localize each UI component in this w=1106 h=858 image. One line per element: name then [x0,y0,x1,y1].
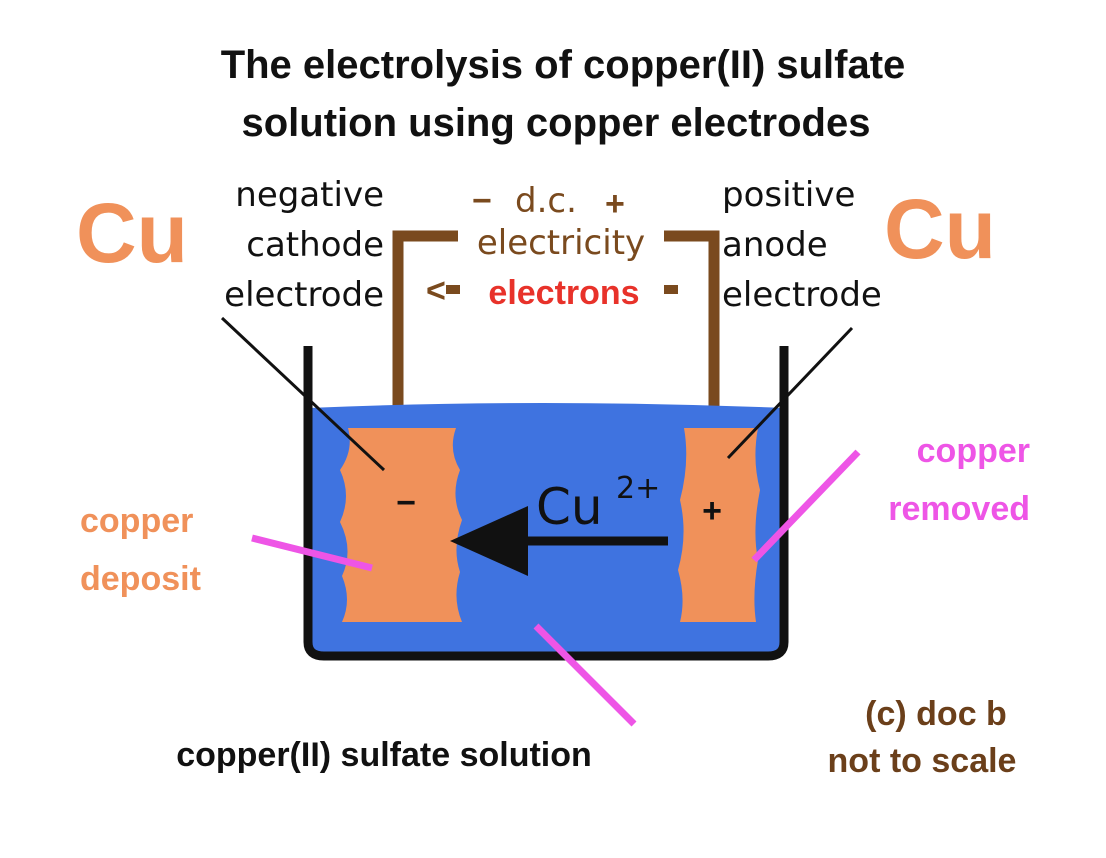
anode-element-label: Cu [884,182,996,276]
external-wire [392,230,720,462]
ion-symbol: Cu [536,478,603,536]
electron-flow-dash-left [446,285,460,294]
credit-line-1: (c) doc b [865,695,1007,733]
electrons-label: electrons [488,274,639,312]
anode-sign: + [702,492,722,530]
electricity-label: electricity [477,223,645,263]
solution-label: copper(II) sulfate solution [176,736,592,774]
deposit-label-line-2: deposit [80,560,201,598]
ion-charge: 2+ [616,471,660,506]
cathode-leader-line [220,316,386,472]
anode-label-line-1: positive [722,175,855,215]
cathode-label-line-1: negative [235,175,384,215]
cathode-label-line-2: cathode [246,225,384,265]
solution-pointer [533,623,637,727]
anode-leader-line [726,326,854,460]
credit-line-2: not to scale [828,742,1017,780]
cathode-element-label: Cu [76,186,188,280]
deposit-pointer [251,534,373,572]
title-line-2: solution using copper electrodes [242,101,871,145]
cathode-electrode [340,428,462,622]
title-line-1: The electrolysis of copper(II) sulfate [221,43,906,87]
anode-label-line-2: anode [722,225,828,265]
dc-label: d.c. [515,181,577,221]
cathode-sign: − [396,484,416,522]
ion-migration-arrowhead [450,506,528,576]
electron-flow-arrowhead: < [426,272,446,310]
cathode-label-line-3: electrode [224,275,384,315]
electron-flow-dash-right [664,285,678,294]
removed-label-line-2: removed [888,490,1030,528]
deposit-label-line-1: copper [80,502,193,540]
beaker [303,346,789,661]
dc-minus-sign: − [472,182,492,220]
removed-label-line-1: copper [917,432,1030,470]
anode-electrode [678,428,760,622]
dc-plus-sign: + [605,185,625,223]
removed-pointer [751,449,861,563]
anode-label-line-3: electrode [722,275,882,315]
